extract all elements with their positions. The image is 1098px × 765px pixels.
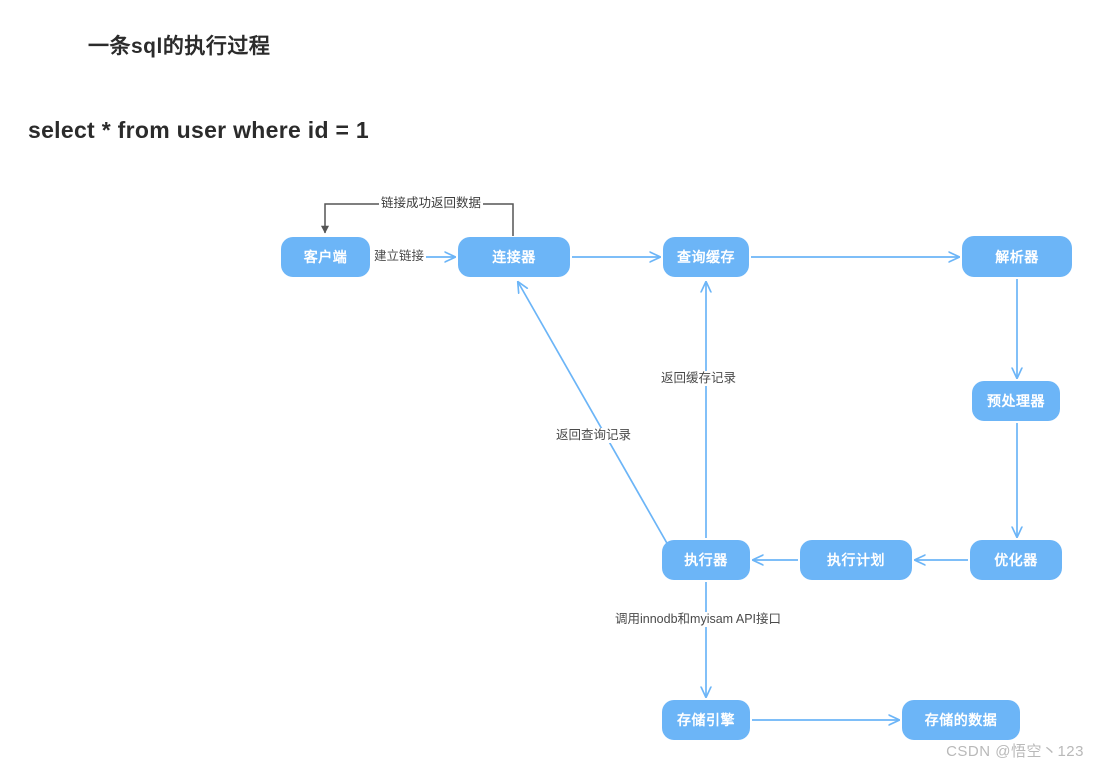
edge-label-establish-connection: 建立链接 bbox=[372, 249, 427, 264]
edge-label-call-api: 调用innodb和myisam API接口 bbox=[613, 612, 784, 627]
node-executor-label: 执行器 bbox=[684, 552, 728, 568]
node-query-cache-label: 查询缓存 bbox=[677, 249, 735, 265]
node-stored-data[interactable]: 存储的数据 bbox=[902, 700, 1020, 740]
node-optimizer[interactable]: 优化器 bbox=[970, 540, 1062, 580]
node-exec-plan[interactable]: 执行计划 bbox=[800, 540, 912, 580]
node-preprocessor[interactable]: 预处理器 bbox=[972, 381, 1060, 421]
node-connector[interactable]: 连接器 bbox=[458, 237, 570, 277]
edge-label-return-query-record: 返回查询记录 bbox=[554, 428, 634, 443]
node-connector-label: 连接器 bbox=[492, 249, 536, 265]
node-optimizer-label: 优化器 bbox=[994, 552, 1038, 568]
node-storage-engine[interactable]: 存储引擎 bbox=[662, 700, 750, 740]
edge-executor-to-connector bbox=[518, 282, 669, 546]
sql-statement: select * from user where id = 1 bbox=[28, 117, 370, 143]
node-storage-engine-label: 存储引擎 bbox=[677, 712, 735, 728]
node-exec-plan-label: 执行计划 bbox=[827, 552, 885, 568]
node-stored-data-label: 存储的数据 bbox=[924, 712, 998, 728]
node-client[interactable]: 客户端 bbox=[281, 237, 370, 277]
node-parser-label: 解析器 bbox=[995, 248, 1039, 265]
edge-label-return-cache-record: 返回缓存记录 bbox=[659, 371, 739, 386]
node-client-label: 客户端 bbox=[303, 249, 348, 265]
node-parser[interactable]: 解析器 bbox=[962, 236, 1072, 277]
node-query-cache[interactable]: 查询缓存 bbox=[663, 237, 749, 277]
csdn-watermark: CSDN @悟空丶123 bbox=[946, 743, 1084, 760]
node-executor[interactable]: 执行器 bbox=[662, 540, 750, 580]
page-title: 一条sql的执行过程 bbox=[88, 35, 271, 58]
node-preprocessor-label: 预处理器 bbox=[987, 393, 1045, 409]
edge-label-connect-success-return: 链接成功返回数据 bbox=[379, 196, 484, 211]
